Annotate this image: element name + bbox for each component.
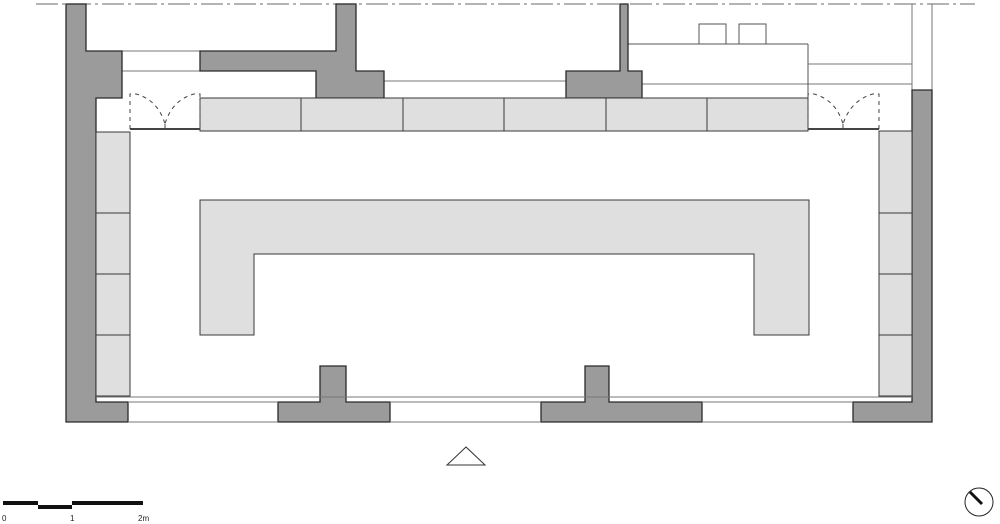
equipment-box: [698, 23, 727, 45]
north-arrow-icon: [964, 487, 994, 517]
door-right: [807, 93, 880, 130]
scale-label-1: 1: [70, 514, 75, 523]
facade-glazing: [96, 396, 912, 423]
wall-bottom-column-2: [540, 365, 703, 423]
scale-bar: 0 1 2m: [2, 501, 149, 523]
shelving-right: [878, 130, 913, 397]
wall-upper-middle: [199, 3, 385, 99]
shelving-top: [199, 97, 809, 132]
scale-label-0: 0: [2, 514, 7, 523]
entrance-triangle-icon: [445, 446, 487, 466]
wall-bottom-column-1: [277, 365, 391, 423]
door-left: [129, 93, 201, 130]
central-u-counter: [199, 199, 810, 336]
shelving-left: [95, 131, 131, 397]
wall-upper-pillar: [565, 3, 643, 99]
scale-label-2m: 2m: [138, 514, 149, 523]
wall-left: [65, 3, 129, 423]
equipment-box: [738, 23, 767, 45]
